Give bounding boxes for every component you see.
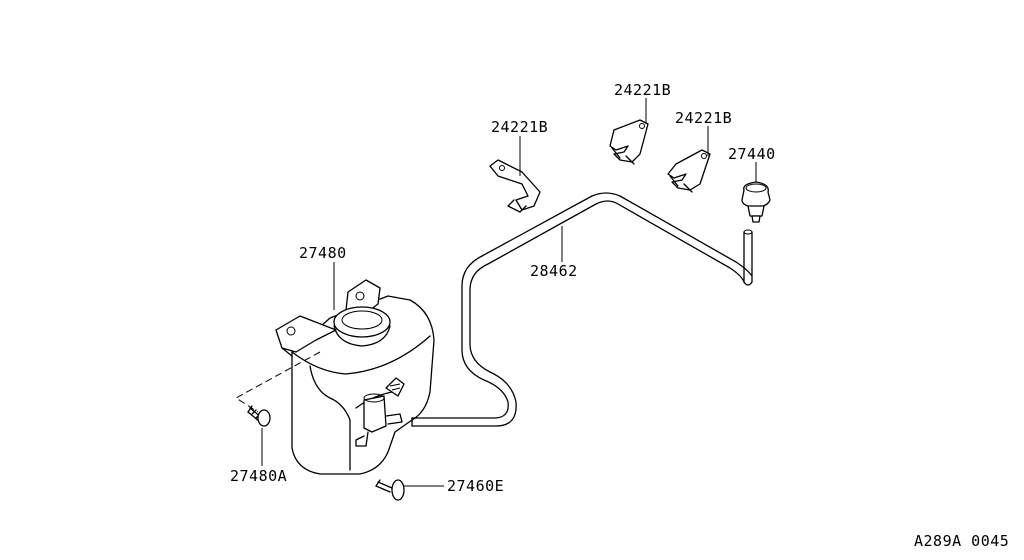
hose-bracket-right	[667, 149, 711, 193]
label-27440: 27440	[728, 145, 776, 163]
tank-bolt	[247, 405, 271, 427]
label-27480a: 27480A	[230, 467, 287, 485]
washer-hose	[411, 192, 753, 427]
label-27460e: 27460E	[447, 477, 504, 495]
hose-bracket-top	[609, 119, 649, 165]
label-27480: 27480	[299, 244, 347, 262]
hose-bracket-left	[489, 159, 541, 213]
label-24221b-right: 24221B	[675, 109, 732, 127]
washer-tank	[275, 279, 435, 475]
leader-lines	[261, 98, 757, 487]
hose-clip	[375, 479, 405, 501]
washer-nozzle	[741, 181, 771, 223]
label-28462: 28462	[530, 262, 578, 280]
label-24221b-top: 24221B	[614, 81, 671, 99]
assembly-line	[235, 351, 321, 413]
label-24221b-left: 24221B	[491, 118, 548, 136]
diagram-code: A289A 0045	[914, 532, 1009, 550]
